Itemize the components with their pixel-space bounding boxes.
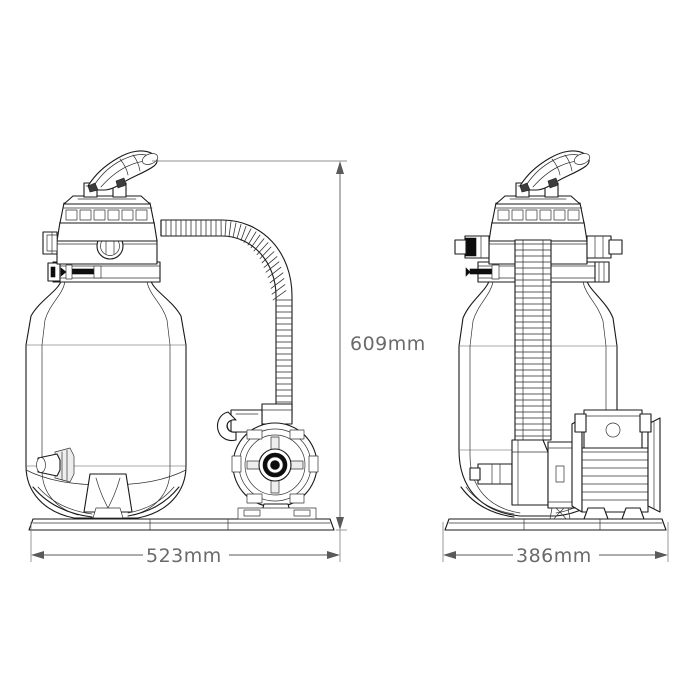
clamp-band [47,261,161,283]
dimension-width-386: 386mm [442,522,669,567]
base-platform [28,518,335,531]
valve-port-left-side [454,235,490,259]
flexible-hose-side [514,239,552,441]
dimension-label-width-front: 523mm [146,545,222,567]
valve-flange-slots-side [497,209,580,221]
base-platform-side [444,518,667,531]
dimension-label-width-side: 386mm [516,545,592,567]
pump-assembly-front [216,403,319,520]
motor-terminal-box [574,409,652,449]
multiport-valve-head [56,182,158,265]
hose-corrugations-side [514,243,552,437]
hose-corrugations [165,219,293,415]
side-view [444,150,667,531]
dimension-height-609: 609mm [152,160,426,531]
pump-assembly-side [469,409,661,520]
drain-valve [36,447,75,483]
valve-port-left [42,231,58,255]
valve-flange-slots [65,209,148,221]
tank-support-bracket [32,473,180,519]
motor-cooling-fins [581,451,649,501]
front-view [25,150,335,531]
dimension-label-height: 609mm [350,333,426,355]
multiport-valve-handle [87,150,159,193]
multiport-valve-handle-side [519,150,591,193]
flexible-hose [160,219,293,419]
dimension-width-523: 523mm [30,522,341,567]
valve-port-right-side [586,235,623,259]
